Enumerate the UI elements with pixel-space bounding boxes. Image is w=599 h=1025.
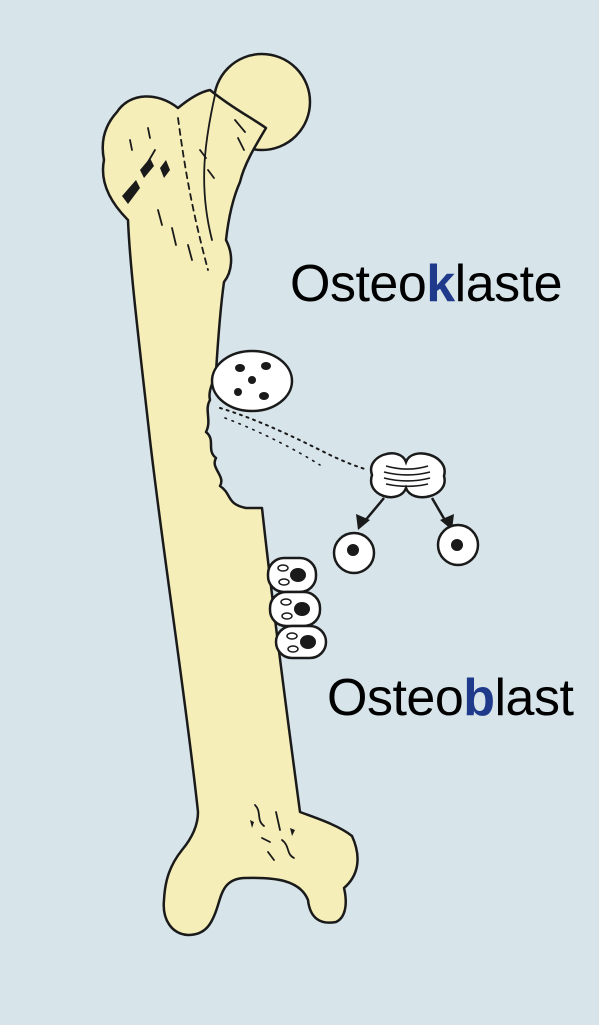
osteoclasts-label: Osteoklaste	[290, 258, 562, 310]
dividing-cell	[371, 453, 445, 497]
resorption-dots-path	[220, 408, 368, 470]
osteoblast-cell	[276, 626, 326, 658]
osteoblasts-label-suffix: last	[495, 669, 574, 727]
division-arrows	[364, 498, 446, 522]
daughter-cell-right	[438, 525, 478, 565]
osteoclasts-label-suffix: laste	[455, 255, 562, 313]
osteoblasts-label-highlight: b	[463, 669, 494, 727]
osteoclasts-label-prefix: Osteo	[290, 255, 426, 313]
osteoblast-cell	[270, 592, 320, 626]
osteoblast-cell	[268, 558, 316, 592]
osteoblast-cells	[268, 558, 326, 658]
daughter-cell-left	[334, 533, 374, 573]
femur-bone	[103, 90, 358, 935]
osteoclast-cell	[212, 351, 292, 411]
osteoblasts-label: Osteoblast	[327, 672, 573, 724]
osteoblasts-label-prefix: Osteo	[327, 669, 463, 727]
osteoclasts-label-highlight: k	[426, 255, 454, 313]
